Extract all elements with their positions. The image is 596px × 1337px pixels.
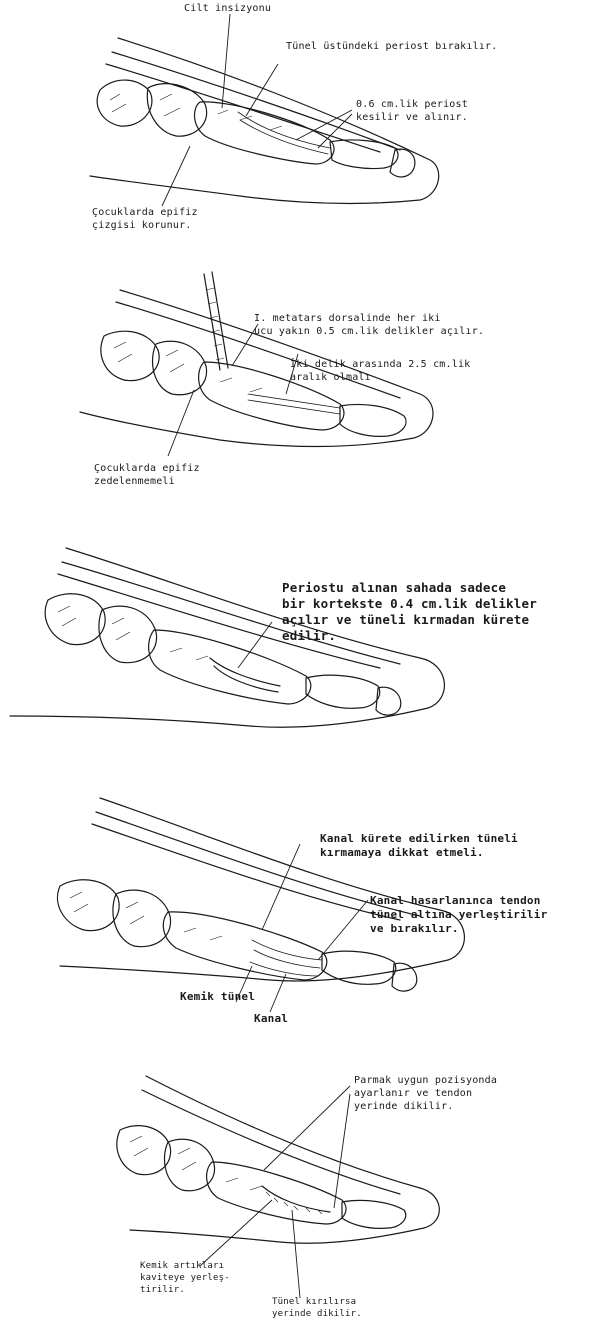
panel-3-drawing bbox=[0, 540, 596, 770]
label-canal: Kanal bbox=[254, 1012, 288, 1026]
panel-5: Parmak uygun pozisyonda ayarlanır ve ten… bbox=[0, 1060, 596, 1337]
panel-4: Kanal kürete edilirken tüneli kırmamaya … bbox=[0, 790, 596, 1040]
label-periost-left: Tünel üstündeki periost bırakılır. bbox=[286, 40, 498, 53]
label-skin-incision: Cilt insizyonu bbox=[184, 2, 271, 15]
label-tunnel-broken: Tünel kırılırsa yerinde dikilir. bbox=[272, 1296, 362, 1320]
label-bone-tunnel: Kemik tünel bbox=[180, 990, 255, 1004]
label-bone-fragments: Kemik artıkları kaviteye yerleş- tirilir… bbox=[140, 1260, 230, 1296]
label-canal-damaged: Kanal hasarlanınca tendon tünel altına y… bbox=[370, 894, 547, 936]
label-gap: İki delik arasında 2.5 cm.lik aralık olm… bbox=[290, 358, 470, 384]
panel-2: I. metatars dorsalinde her iki ucu yakın… bbox=[0, 270, 596, 510]
label-epiphysis-protected: Çocuklarda epifiz çizgisi korunur. bbox=[92, 206, 198, 232]
label-epiphysis-damage: Çocuklarda epifiz zedelenmemeli bbox=[94, 462, 200, 488]
panel-1: Cilt insizyonu Tünel üstündeki periost b… bbox=[0, 0, 596, 240]
panel-1-drawing bbox=[0, 0, 596, 240]
panel-2-drawing bbox=[0, 270, 596, 510]
label-periost-cut: 0.6 cm.lik periost kesilir ve alınır. bbox=[356, 98, 468, 124]
label-position: Parmak uygun pozisyonda ayarlanır ve ten… bbox=[354, 1074, 497, 1113]
label-curette: Periostu alınan sahada sadece bir kortek… bbox=[282, 580, 537, 644]
panel-3: Periostu alınan sahada sadece bir kortek… bbox=[0, 540, 596, 770]
label-canal-careful: Kanal kürete edilirken tüneli kırmamaya … bbox=[320, 832, 518, 860]
label-holes: I. metatars dorsalinde her iki ucu yakın… bbox=[254, 312, 484, 338]
